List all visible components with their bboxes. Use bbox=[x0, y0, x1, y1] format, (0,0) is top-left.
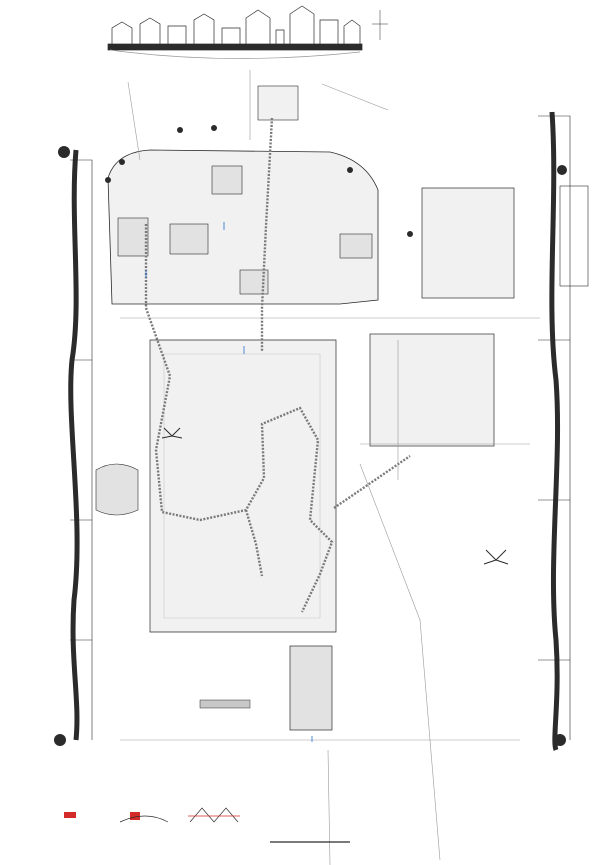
accent-blue-marks bbox=[145, 222, 313, 742]
road-network bbox=[120, 70, 540, 865]
top-skyline-elevation bbox=[107, 5, 388, 59]
right-street-elevation bbox=[538, 111, 589, 751]
east-blocks bbox=[369, 187, 515, 447]
north-housing-block bbox=[107, 85, 379, 305]
left-street-elevation bbox=[68, 149, 93, 741]
tree-icon bbox=[54, 125, 567, 746]
bottom-diagram-details bbox=[64, 807, 350, 843]
palm-tree-icon bbox=[161, 427, 509, 565]
central-square bbox=[95, 339, 337, 731]
